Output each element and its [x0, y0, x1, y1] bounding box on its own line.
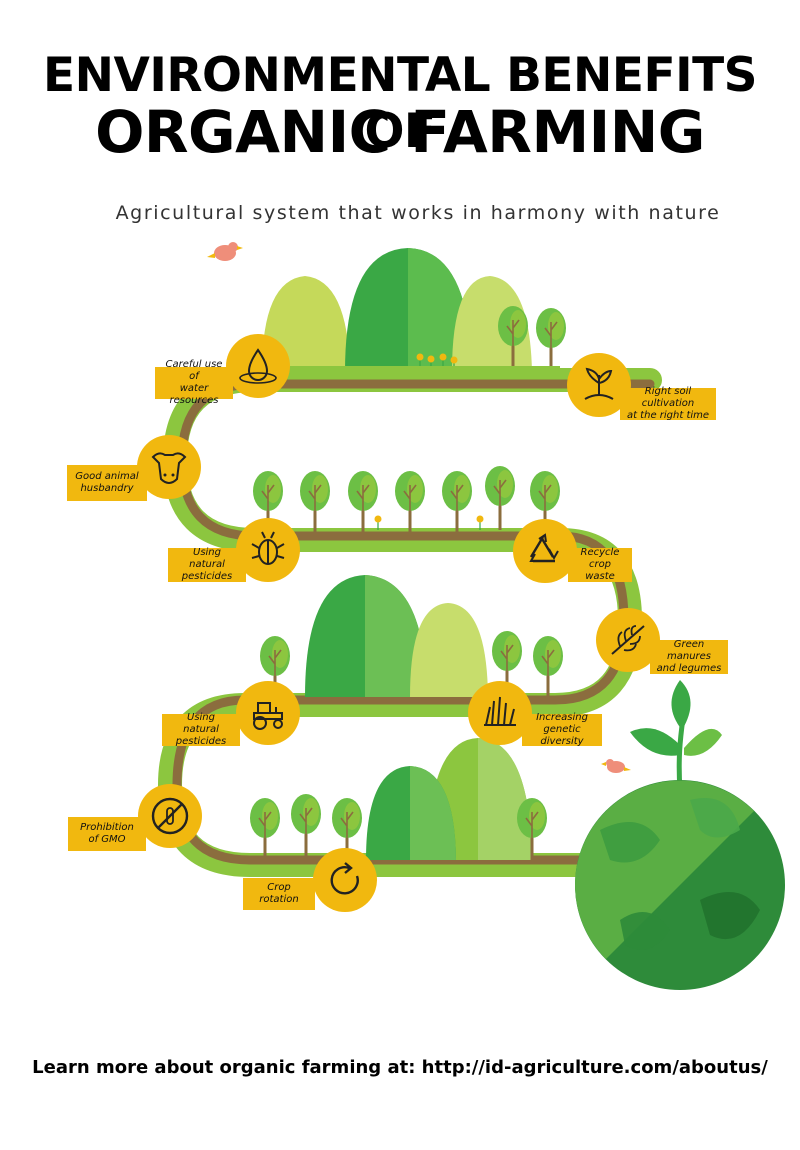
tractor-icon — [236, 681, 300, 745]
title-line-2: ORGANIC FARMING — [95, 98, 705, 166]
bug-icon — [236, 518, 300, 582]
cow-icon — [137, 435, 201, 499]
bird-icon — [207, 242, 243, 261]
seedling-icon — [567, 353, 631, 417]
grass-icon — [468, 681, 532, 745]
subtitle: Agricultural system that works in harmon… — [115, 202, 721, 224]
leaf-icon — [596, 608, 660, 672]
globe-icon — [575, 680, 785, 990]
title-line-1: ENVIRONMENTAL BENEFITS OF — [43, 48, 757, 159]
no-gmo-icon — [138, 784, 202, 848]
recycle-icon — [513, 519, 577, 583]
water-drop-icon — [226, 334, 290, 398]
bird-icon — [601, 759, 631, 773]
rotation-icon — [313, 848, 377, 912]
footer-link-text: Learn more about organic farming at: htt… — [32, 1057, 768, 1078]
